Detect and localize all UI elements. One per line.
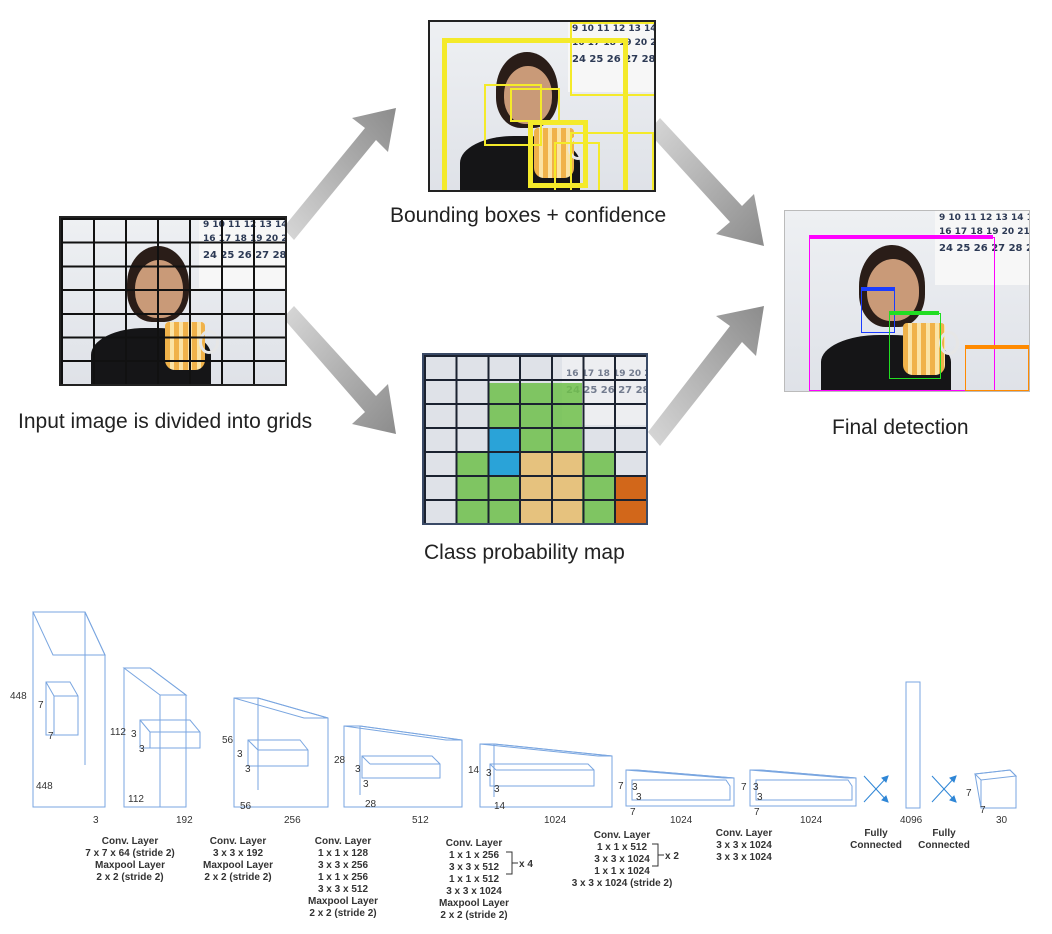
detection-cup <box>889 313 941 379</box>
svg-text:3: 3 <box>237 749 243 760</box>
caption-input: Input image is divided into grids <box>18 410 313 433</box>
bounding-box <box>510 88 560 122</box>
dimension-labels: 448 448 3 7 7 112 112 192 3 3 56 56 256 … <box>10 691 1008 826</box>
svg-text:14: 14 <box>494 801 506 812</box>
svg-text:112: 112 <box>128 794 144 805</box>
svg-text:7: 7 <box>966 788 972 799</box>
repeat-bracket-4: x 4 <box>506 851 533 875</box>
layer-block-4 <box>343 725 463 808</box>
network-diagram: 448 448 3 7 7 112 112 192 3 3 56 56 256 … <box>10 611 1018 826</box>
svg-text:3: 3 <box>494 784 500 795</box>
arrow-classmap-to-final <box>648 306 764 446</box>
svg-text:1024: 1024 <box>800 815 823 826</box>
detection-chair <box>965 347 1029 391</box>
caption-classmap: Class probability map <box>424 541 625 564</box>
svg-text:7: 7 <box>630 807 636 818</box>
svg-text:56: 56 <box>240 801 252 812</box>
bbox-image: 9 10 11 12 13 14 15 16 17 18 19 20 21 22… <box>428 20 656 192</box>
svg-text:3: 3 <box>355 764 361 775</box>
svg-text:7: 7 <box>48 731 54 742</box>
layer-block-2 <box>122 667 201 808</box>
svg-text:512: 512 <box>412 815 429 826</box>
svg-text:1024: 1024 <box>670 815 693 826</box>
layer-block-5 <box>479 743 613 808</box>
svg-text:3: 3 <box>93 815 99 826</box>
svg-text:1024: 1024 <box>544 815 567 826</box>
svg-text:256: 256 <box>284 815 301 826</box>
svg-text:14: 14 <box>468 765 480 776</box>
final-detection-image: 9 10 11 12 13 14 15 16 17 18 19 20 21 22… <box>784 210 1030 392</box>
fc-connection-icon-1 <box>863 775 889 803</box>
svg-text:7: 7 <box>980 805 986 816</box>
svg-text:7: 7 <box>741 782 747 793</box>
output-tensor <box>973 769 1018 809</box>
svg-text:28: 28 <box>334 755 346 766</box>
bounding-box <box>570 132 654 190</box>
svg-text:7: 7 <box>754 807 760 818</box>
svg-text:4096: 4096 <box>900 815 923 826</box>
svg-text:7: 7 <box>618 781 624 792</box>
bounding-box <box>442 38 628 190</box>
input-image: 9 10 11 12 13 14 15 16 17 18 19 20 21 22… <box>59 216 287 386</box>
grid-overlay <box>61 218 285 384</box>
svg-text:3: 3 <box>632 782 638 793</box>
svg-text:3: 3 <box>757 792 763 803</box>
layer-block-3 <box>233 697 329 808</box>
svg-text:28: 28 <box>365 799 377 810</box>
svg-text:x 2: x 2 <box>665 851 679 862</box>
detection-chair-label <box>965 345 1029 349</box>
layer-block-6 <box>625 769 735 807</box>
svg-text:192: 192 <box>176 815 193 826</box>
layer-block-7 <box>749 769 857 807</box>
arrow-input-to-classmap <box>283 306 396 434</box>
detection-cup-label <box>889 311 939 315</box>
class-probability-map: 16 17 18 19 20 21 22 24 25 26 27 28 29 <box>422 353 648 525</box>
caption-final: Final detection <box>832 416 969 439</box>
arrow-input-to-bboxes <box>283 108 396 240</box>
svg-text:7: 7 <box>38 700 44 711</box>
svg-text:56: 56 <box>222 735 234 746</box>
svg-text:3: 3 <box>245 764 251 775</box>
arrow-bboxes-to-final <box>648 118 764 246</box>
svg-text:3: 3 <box>131 729 137 740</box>
flow-arrows <box>283 108 764 446</box>
svg-text:3: 3 <box>139 744 145 755</box>
svg-text:448: 448 <box>10 691 27 702</box>
svg-text:3: 3 <box>486 768 492 779</box>
fc-connection-icon-2 <box>931 775 957 803</box>
svg-text:3: 3 <box>753 782 759 793</box>
layer-block-1 <box>32 611 106 808</box>
fc-layer-4096 <box>905 681 921 809</box>
wall-calendar: 9 10 11 12 13 14 15 16 17 18 19 20 21 22… <box>568 22 654 92</box>
svg-text:3: 3 <box>636 792 642 803</box>
svg-text:30: 30 <box>996 815 1008 826</box>
svg-text:112: 112 <box>110 727 126 738</box>
svg-text:x 4: x 4 <box>519 859 533 870</box>
caption-bboxes: Bounding boxes + confidence <box>390 204 667 227</box>
bounding-box <box>528 120 588 188</box>
repeat-bracket-2: x 2 <box>652 843 679 867</box>
detection-phone-label <box>861 287 895 291</box>
detection-person-label <box>809 235 993 239</box>
wall-calendar: 9 10 11 12 13 14 15 16 17 18 19 20 21 22… <box>935 211 1029 285</box>
bounding-box <box>570 22 654 96</box>
bounding-box <box>554 142 600 190</box>
bounding-box <box>484 84 542 146</box>
svg-text:448: 448 <box>36 781 53 792</box>
grid-overlay <box>424 355 646 523</box>
svg-text:3: 3 <box>363 779 369 790</box>
